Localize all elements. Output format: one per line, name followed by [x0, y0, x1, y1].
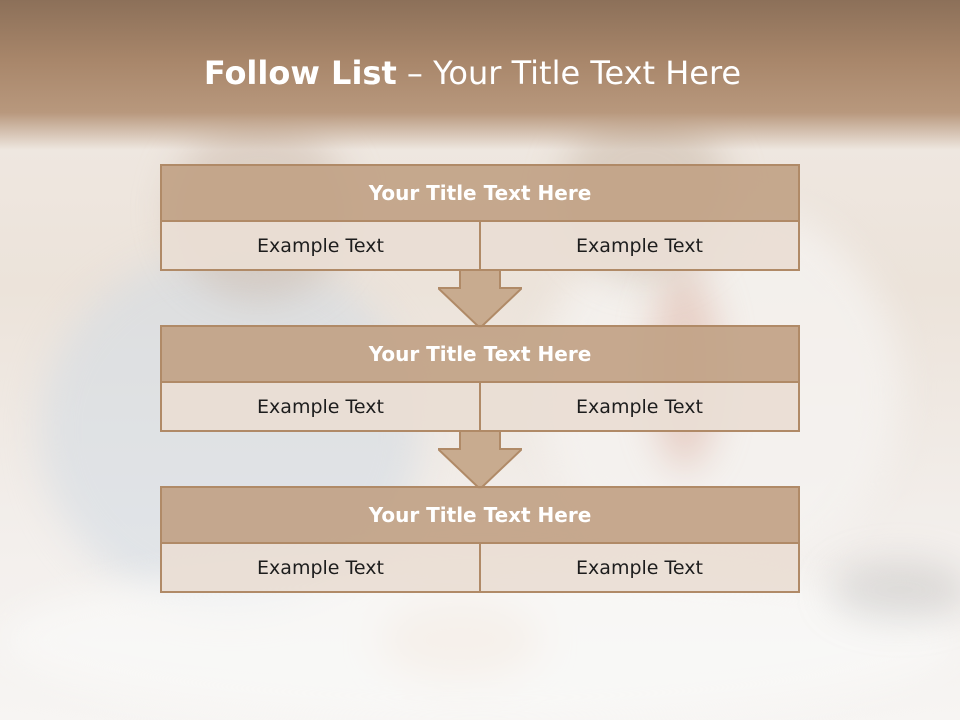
down-arrow-icon — [438, 431, 522, 489]
title-rest: – Your Title Text Here — [396, 54, 742, 92]
step-title: Your Title Text Here — [162, 327, 798, 383]
header-band — [0, 0, 960, 150]
step-box-2: Your Title Text Here Example Text Exampl… — [160, 325, 800, 432]
step-box-3: Your Title Text Here Example Text Exampl… — [160, 486, 800, 593]
step-title: Your Title Text Here — [162, 488, 798, 544]
step-cell-right: Example Text — [479, 222, 798, 269]
step-cell-left: Example Text — [162, 383, 479, 430]
step-cell-left: Example Text — [162, 222, 479, 269]
slide-title: Follow List – Your Title Text Here — [0, 54, 945, 92]
title-bold: Follow List — [203, 54, 397, 92]
step-title: Your Title Text Here — [162, 166, 798, 222]
down-arrow-icon — [438, 270, 522, 328]
step-cell-left: Example Text — [162, 544, 479, 591]
step-cell-right: Example Text — [479, 383, 798, 430]
step-cell-right: Example Text — [479, 544, 798, 591]
step-box-1: Your Title Text Here Example Text Exampl… — [160, 164, 800, 271]
